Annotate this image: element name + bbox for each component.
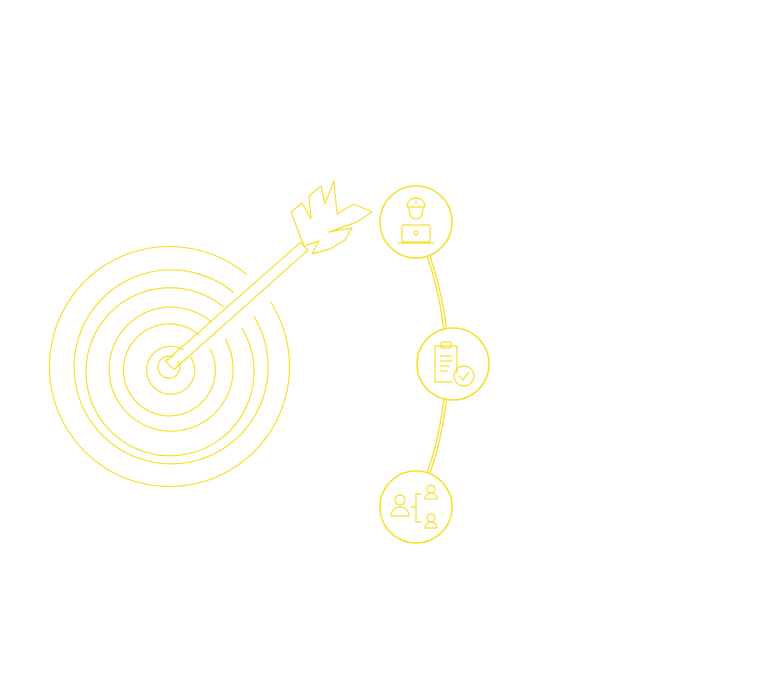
- people-hierarchy-icon: [390, 484, 438, 529]
- arrow-icon: [164, 180, 373, 371]
- node-human-capital-roi: [379, 470, 453, 544]
- worker-laptop-icon: [397, 197, 435, 244]
- target-ring-4: [108, 306, 234, 432]
- node-circle: [416, 327, 490, 401]
- target-ring-3: [85, 287, 255, 457]
- clipboard-check-icon: [434, 341, 475, 387]
- node-beyond-task-completion: [416, 327, 490, 401]
- target-center: [157, 355, 181, 379]
- item-title-beyond-task-completion: Beyond Task Completion: [515, 327, 623, 371]
- item-desc-human-capital-roi: Financial return on employee investment: [478, 542, 646, 575]
- target-icon: [48, 245, 290, 488]
- item-desc-beyond-task-completion: Qualitative contributions like collabora…: [515, 387, 677, 420]
- arrow-fletching: [290, 180, 373, 255]
- node-employee-lifetime-value: [379, 185, 453, 259]
- target-ring-outer: [48, 245, 290, 488]
- target-ring-2: [73, 269, 269, 465]
- item-title-employee-lifetime-value: Employee Lifetime Value: [478, 160, 632, 204]
- arrow-shaft: [164, 241, 309, 371]
- item-title-human-capital-roi: Human Capital ROI: [478, 506, 636, 526]
- node-circle: [379, 185, 453, 259]
- diagram-title: Measuring True Employee Value: [219, 54, 559, 80]
- target-ring-6: [146, 345, 196, 395]
- target-ring-5: [122, 323, 216, 417]
- item-desc-employee-lifetime-value: Total net value over tenure: [478, 222, 632, 237]
